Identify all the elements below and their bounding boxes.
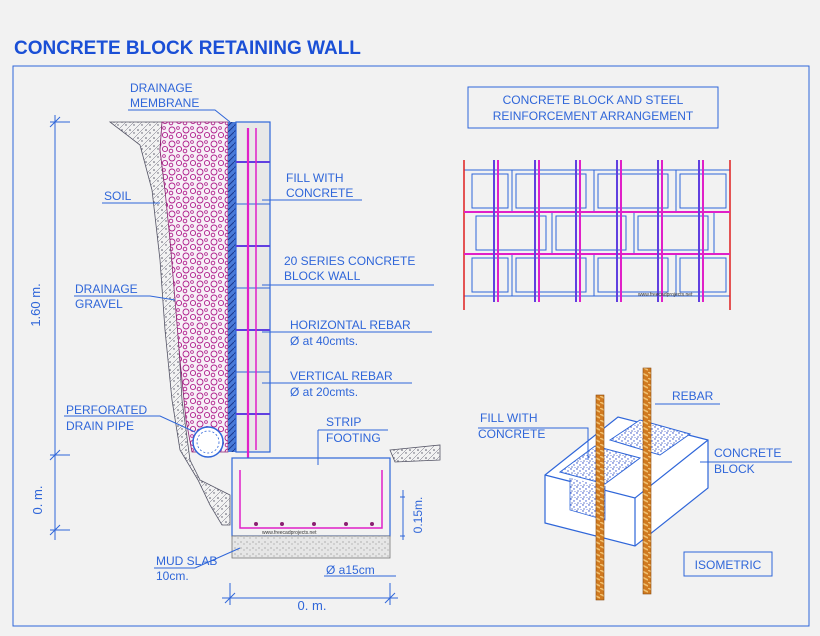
label-horizontal-rebar-2: Ø at 40cmts.: [290, 334, 358, 348]
mud-slab: [231, 535, 391, 559]
dim-footing-depth: 0.15m.: [411, 497, 425, 534]
label-bar-spacing: Ø a15cm: [326, 563, 375, 577]
drawing-frame: [12, 65, 810, 627]
label-soil: SOIL: [104, 189, 132, 203]
elevation-title-1: CONCRETE BLOCK AND STEEL: [503, 93, 684, 107]
dimension-lines: [49, 115, 405, 605]
dim-width: 0. m.: [298, 598, 327, 613]
elevation-horizontal-bars: [464, 211, 730, 255]
section-labels: DRAINAGE MEMBRANE SOIL DRAINAGE GRAVEL P…: [66, 81, 415, 583]
label-drainage-membrane-1: DRAINAGE: [130, 81, 193, 95]
label-fill-concrete-1: FILL WITH: [286, 171, 344, 185]
label-vertical-rebar-2: Ø at 20cmts.: [290, 385, 358, 399]
iso-rebar-right: [642, 367, 652, 595]
isometric-label-box: [683, 551, 773, 577]
label-drainage-gravel-2: GRAVEL: [75, 297, 123, 311]
iso-label-fill-2: CONCRETE: [478, 427, 545, 441]
elevation-title-box: [467, 86, 719, 129]
label-mud-slab-1: MUD SLAB: [156, 554, 217, 568]
elevation-title-2: REINFORCEMENT ARRANGEMENT: [493, 109, 694, 123]
isometric-view: FILL WITH CONCRETE REBAR CONCRETE BLOCK …: [478, 367, 792, 601]
dim-left: 0. m.: [30, 486, 45, 515]
label-perforated-1: PERFORATED: [66, 403, 147, 417]
horizontal-rebars: [236, 161, 270, 415]
page-title: CONCRETE BLOCK RETAINING WALL: [14, 38, 361, 59]
label-vertical-rebar-1: VERTICAL REBAR: [290, 369, 393, 383]
drain-pipe: [192, 426, 224, 458]
label-drainage-membrane-2: MEMBRANE: [130, 96, 199, 110]
elevation-watermark: www.freecadprojects.net: [638, 292, 693, 298]
section-watermark: www.freecadprojects.net: [262, 530, 317, 536]
elevation-blocks: [464, 169, 730, 297]
label-strip-footing-2: FOOTING: [326, 431, 381, 445]
section-view: 1.60 m. 0. m. 0.15m. 0. m.: [28, 109, 441, 613]
elevation-vertical-bars: [493, 160, 700, 302]
iso-label-fill-1: FILL WITH: [480, 411, 538, 425]
isometric-label: ISOMETRIC: [695, 558, 762, 572]
label-perforated-2: DRAIN PIPE: [66, 419, 134, 433]
block-wall: [235, 121, 271, 453]
iso-label-rebar: REBAR: [672, 389, 714, 403]
bottom-bars: [254, 522, 374, 526]
dim-height: 1.60 m.: [28, 283, 43, 326]
iso-label-block-2: BLOCK: [714, 462, 755, 476]
label-strip-footing-1: STRIP: [326, 415, 361, 429]
leader-lines: [64, 109, 434, 577]
elevation-view: CONCRETE BLOCK AND STEEL REINFORCEMENT A…: [463, 86, 731, 310]
label-drainage-gravel-1: DRAINAGE: [75, 282, 138, 296]
iso-rebar-left: [595, 394, 605, 601]
iso-leaders: [478, 403, 792, 463]
drainage-membrane: [228, 122, 236, 452]
label-block-wall-2: BLOCK WALL: [284, 269, 361, 283]
label-horizontal-rebar-1: HORIZONTAL REBAR: [290, 318, 411, 332]
label-mud-slab-2: 10cm.: [156, 569, 189, 583]
iso-label-block-1: CONCRETE: [714, 446, 781, 460]
label-block-wall-1: 20 SERIES CONCRETE: [284, 254, 415, 268]
label-fill-concrete-2: CONCRETE: [286, 186, 353, 200]
strip-footing: [231, 457, 391, 537]
